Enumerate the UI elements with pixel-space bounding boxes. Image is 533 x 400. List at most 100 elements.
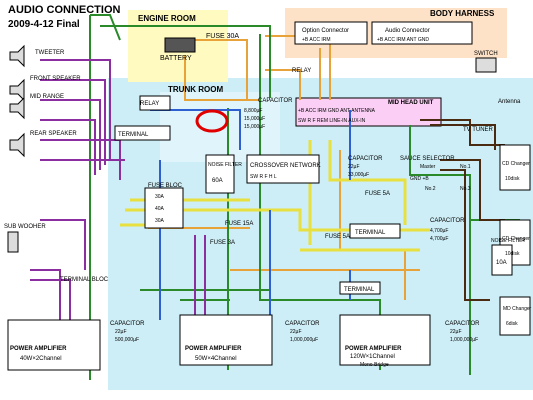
sauce-selector-no2: No.2 — [425, 186, 436, 192]
relay-top-label: RELAY — [292, 68, 311, 74]
tweeter-label: TWEETER — [35, 50, 65, 56]
rear-speaker-icon — [9, 132, 25, 158]
amp-2-box — [179, 314, 273, 366]
option-connector-box — [294, 21, 368, 45]
amp3-title: POWER AMPLIFIER — [345, 346, 402, 352]
fuse-30a-label: FUSE 30A — [206, 33, 239, 40]
amp3-cap-title: CAPACITOR — [445, 321, 480, 327]
speaker-icons — [7, 44, 25, 253]
md-changer-sub: 6disk — [506, 321, 518, 327]
audio-connector-pins: +B ACC IRM ANT GND — [377, 37, 429, 43]
capacitor-mid-v2: 33,000µF — [348, 172, 369, 178]
fuse-bloc-title: FUSE BLOC — [148, 183, 183, 189]
crossover-pins: SW R F H L — [250, 174, 277, 180]
sauce-selector-title: SAUCE SELECTOR — [400, 156, 455, 162]
cd-changer-1-box — [499, 144, 531, 191]
capacitor-top-v3: 15,000µF — [244, 124, 265, 130]
fuse-15a-label: FUSE 15A — [225, 221, 253, 227]
amp3-cap-v2: 1,000,000µF — [450, 337, 478, 343]
capacitor-mid-v1: 22µF — [348, 164, 360, 170]
battery-label: BATTERY — [160, 55, 192, 62]
capacitor-top-v1: 8,800µF — [244, 108, 262, 114]
sauce-selector-gnd: GND +B — [410, 176, 429, 182]
amp2-cap-v2: 1,000,000µF — [290, 337, 318, 343]
front-speaker-label: FRONT SPEAKER — [30, 76, 81, 82]
cd1-title: CD Changer — [502, 161, 530, 167]
fuse-bloc-f2: 40A — [155, 206, 165, 212]
capacitor-mid-title: CAPACITOR — [348, 156, 383, 162]
head-unit-box — [295, 97, 442, 127]
terminal-left-label: TERMINAL — [118, 132, 149, 138]
cd1-sub: 10disk — [505, 176, 520, 182]
terminal-low-box — [339, 281, 381, 295]
antenna-label: Antenna — [498, 99, 521, 105]
terminal-low-label: TERMINAL — [344, 287, 375, 293]
option-connector-title: Option Connector — [302, 28, 349, 34]
cd2-title: CD Changer — [502, 236, 530, 242]
trunk-room-label: TRUNK ROOM — [168, 85, 223, 94]
amp2-title: POWER AMPLIFIER — [185, 346, 242, 352]
noise-filter-right-value: 10A — [496, 260, 507, 266]
head-unit-row2: SW R F REM LINE-IN AUX-IN — [298, 118, 366, 124]
fuse-5a-b-label: FUSE 5A — [325, 234, 350, 240]
noise-filter-left-box — [205, 154, 235, 194]
crossover-box — [246, 154, 320, 184]
capacitor-top-title: CAPACITOR — [258, 98, 293, 104]
amp1-cap-title: CAPACITOR — [110, 321, 145, 327]
signal-wires-blue — [150, 109, 351, 320]
amp2-cap-v1: 22µF — [290, 329, 302, 335]
terminal-mid-label: TERMINAL — [355, 230, 386, 236]
fuse-5a-a-label: FUSE 5A — [365, 191, 390, 197]
tv-tuner-label: TV TUNER — [463, 127, 494, 133]
battery-icon — [164, 37, 196, 53]
terminal-left-box — [114, 125, 171, 141]
mid-range-label: MID RANGE — [30, 94, 64, 100]
crossover-title: CROSSOVER NETWORK — [250, 163, 321, 169]
amp3-sub2: Mono-Bridge — [360, 362, 389, 368]
head-unit-row1: +B ACC IRM GND ANT ANTENNA — [298, 108, 376, 114]
capacitor-right1-v2: 4,700µF — [430, 236, 448, 242]
front-speaker-icon — [9, 78, 25, 102]
sub-woofer-label: SUB WOOHER — [4, 224, 46, 230]
engine-room-label: ENGINE ROOM — [138, 14, 196, 23]
sauce-selector-no3: No.3 — [460, 186, 471, 192]
diagram-date: 2009-4-12 Final — [8, 19, 80, 30]
audio-connector-box — [371, 21, 473, 45]
subwoofer-icon — [7, 231, 19, 253]
option-connector-pins: +B ACC IRM — [302, 37, 330, 43]
capacitor-top-v2: 15,000µF — [244, 116, 265, 122]
fuse-3a-label: FUSE 3A — [210, 240, 235, 246]
cd2-sub: 10disk — [505, 251, 520, 257]
amp2-sub: 50W×4Channel — [195, 356, 237, 362]
amp-3-box — [339, 314, 431, 366]
md-changer-title: MD Changer — [503, 306, 532, 312]
fuse-bloc-box — [144, 187, 184, 229]
amp-1-box — [7, 319, 101, 371]
amp1-cap-v2: 500,000µF — [115, 337, 139, 343]
terminal-bloc-label: TERMINAL BLOC — [60, 277, 109, 283]
amp3-cap-v1: 22µF — [450, 329, 462, 335]
amp1-title: POWER AMPLIFIER — [10, 346, 67, 352]
rear-speaker-label: REAR SPEAKER — [30, 131, 77, 137]
capacitor-right1-title: CAPACITOR — [430, 218, 465, 224]
noise-filter-left-title: NOISE FILTER — [208, 162, 242, 168]
noise-filter-right-box — [491, 244, 513, 276]
sauce-selector-no1: No.1 — [460, 164, 471, 170]
relay-trunk-box — [139, 95, 171, 111]
sauce-selector-master: Master — [420, 164, 436, 170]
terminal-mid-box — [349, 223, 401, 239]
switch-label: SWITCH — [474, 51, 498, 57]
highlight-circle — [195, 109, 229, 133]
diagram-title: AUDIO CONNECTION — [8, 4, 121, 16]
noise-filter-right-title: NOISE FILTER — [491, 238, 525, 244]
tweeter-icon — [9, 44, 25, 68]
relay-trunk-label: RELAY — [140, 101, 159, 107]
switch-icon — [475, 57, 497, 73]
audio-connector-title: Audio Connector — [385, 28, 430, 34]
head-unit-title: MID HEAD UNIT — [388, 100, 434, 106]
amp2-cap-title: CAPACITOR — [285, 321, 320, 327]
amp3-sub: 120W×1Channel — [350, 354, 395, 360]
body-harness-label: BODY HARNESS — [430, 9, 495, 18]
